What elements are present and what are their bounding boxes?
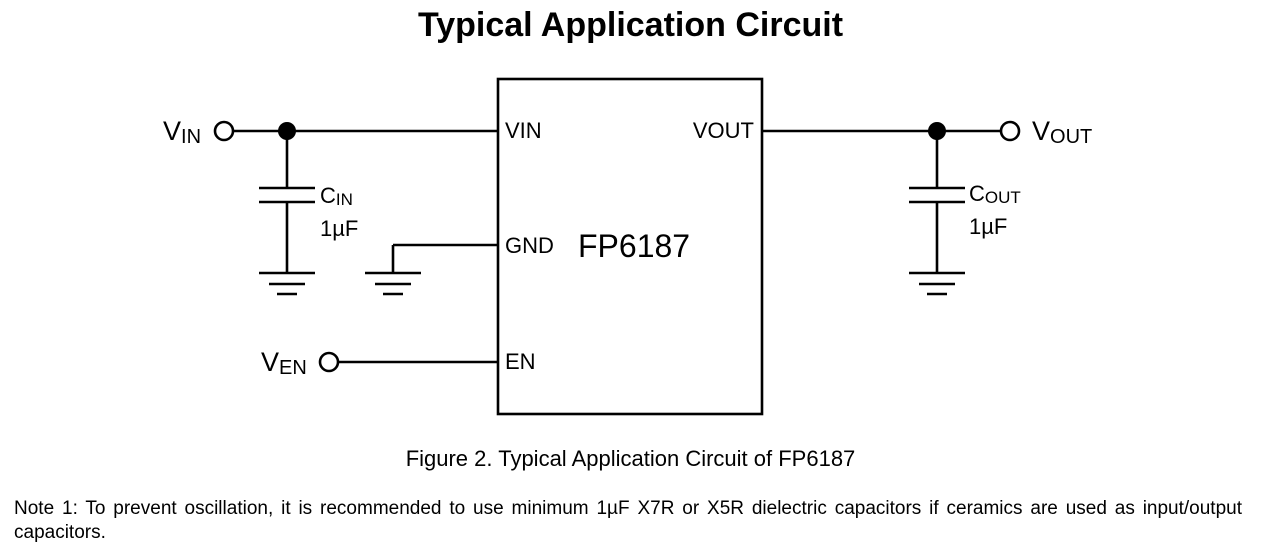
note-text: Note 1: To prevent oscillation, it is re… xyxy=(14,498,1242,543)
ven-label: VEN xyxy=(261,347,307,379)
cout-label-sub: OUT xyxy=(985,188,1021,207)
pin-vin-label: VIN xyxy=(505,118,542,143)
vout-label-sub: OUT xyxy=(1050,126,1092,148)
ic-body xyxy=(496,77,764,416)
pin-vout-label: VOUT xyxy=(693,118,754,143)
cin-label-main: C xyxy=(320,183,336,208)
vin-label-main: V xyxy=(163,116,181,146)
vout-label-main: V xyxy=(1032,116,1050,146)
cout-value: 1µF xyxy=(969,214,1007,239)
vout-junction-dot xyxy=(928,122,946,140)
vin-label: VIN xyxy=(163,116,201,148)
ven-label-sub: EN xyxy=(279,357,307,379)
vin-junction-dot xyxy=(278,122,296,140)
vin-terminal xyxy=(213,120,235,142)
pin-en-label: EN xyxy=(505,349,536,374)
vin-label-sub: IN xyxy=(181,126,201,148)
cin-value: 1µF xyxy=(320,216,358,241)
ven-terminal xyxy=(318,351,340,373)
ven-label-main: V xyxy=(261,347,279,377)
vout-label: VOUT xyxy=(1032,116,1092,148)
figure-caption: Figure 2. Typical Application Circuit of… xyxy=(405,446,856,471)
vout-terminal xyxy=(999,120,1021,142)
cout-label-main: C xyxy=(969,181,985,206)
page-title: Typical Application Circuit xyxy=(417,6,844,44)
chip-name: FP6187 xyxy=(578,228,690,264)
cin-label: CIN xyxy=(320,183,353,209)
cout-label: COUT xyxy=(969,181,1021,207)
cin-label-sub: IN xyxy=(336,190,353,209)
pin-gnd-label: GND xyxy=(505,233,554,258)
